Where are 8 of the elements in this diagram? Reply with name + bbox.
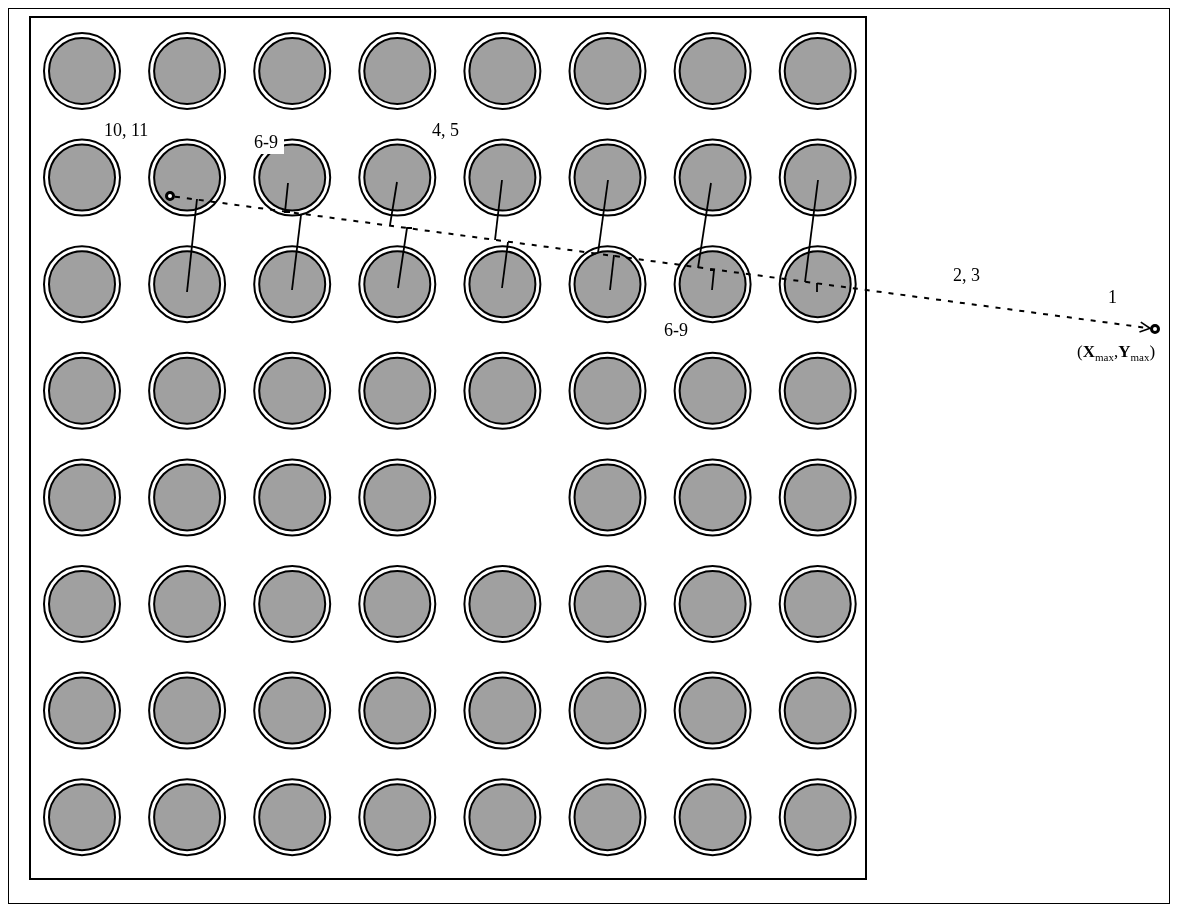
point-dot	[165, 191, 175, 201]
point-dot	[1150, 324, 1160, 334]
callout-number: 4, 5	[432, 120, 459, 140]
scan-path-arrow	[173, 195, 1152, 333]
callout-number: 2, 3	[953, 265, 980, 285]
callout-number: 10, 11	[104, 120, 149, 140]
callout-number: 1	[1108, 287, 1117, 307]
coordinate-label: (X$_{max}$,Y$_{max}$)	[1077, 342, 1156, 364]
